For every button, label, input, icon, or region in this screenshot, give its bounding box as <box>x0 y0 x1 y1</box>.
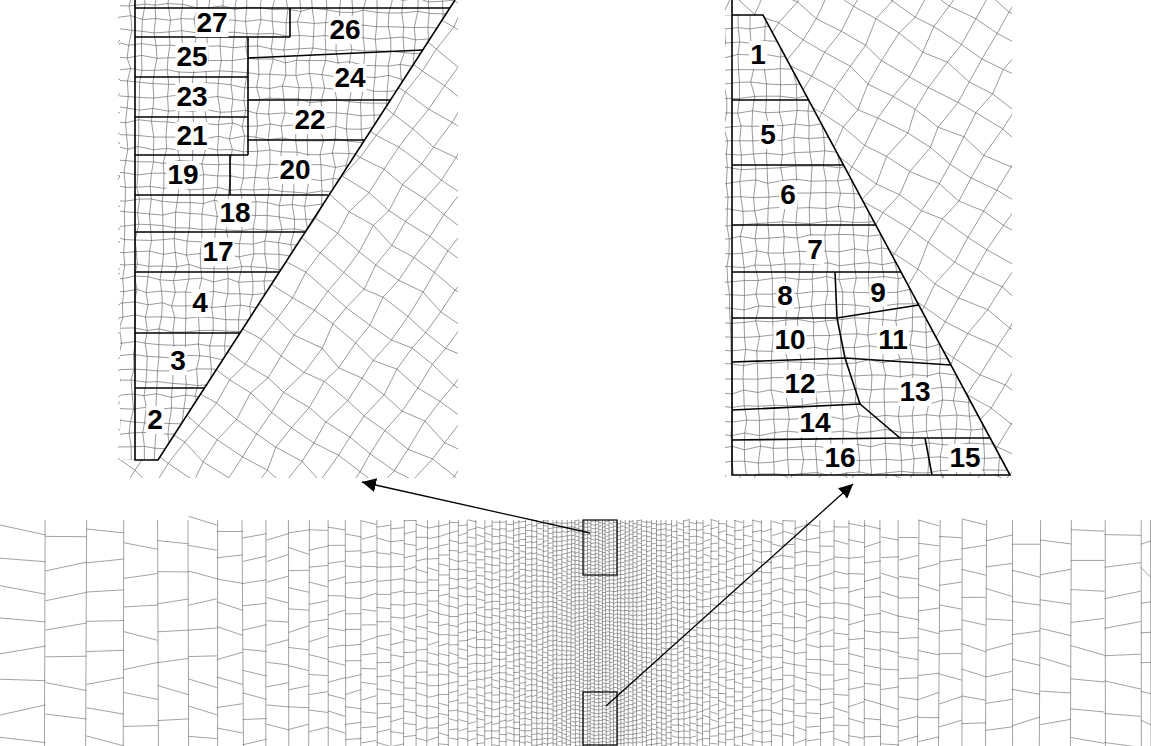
pass-number: 20 <box>278 156 311 184</box>
pass-boundary <box>732 0 1010 475</box>
pass-boundary <box>732 99 809 101</box>
pass-number: 12 <box>783 370 816 398</box>
pass-boundary <box>732 164 843 166</box>
pass-number: 6 <box>779 181 797 209</box>
zoom-box <box>583 520 617 575</box>
pass-boundary <box>845 358 860 404</box>
weld-ground <box>120 0 455 460</box>
pass-boundary <box>135 7 450 9</box>
plate-mesh <box>0 516 1151 746</box>
full-mesh <box>0 482 1151 746</box>
pass-number: 8 <box>776 282 794 310</box>
weld-mesh <box>524 0 1151 565</box>
pass-number: 1 <box>749 41 767 69</box>
pass-number: 24 <box>333 64 366 92</box>
base-mesh <box>426 0 1151 686</box>
base-mesh <box>0 0 772 713</box>
pass-number: 7 <box>806 236 824 264</box>
pass-number: 11 <box>877 326 909 354</box>
pass-number: 26 <box>328 16 361 44</box>
pass-boundary <box>289 8 291 37</box>
pass-number: 14 <box>798 409 831 437</box>
pass-boundary <box>732 438 900 440</box>
pass-number: 5 <box>759 121 777 149</box>
pass-boundary <box>135 271 279 273</box>
left-inset <box>0 0 772 713</box>
weld-mesh <box>0 0 615 564</box>
pass-number: 22 <box>293 106 326 134</box>
pass-boundary <box>248 50 423 58</box>
pass-number: 2 <box>146 406 164 434</box>
pass-boundary <box>135 231 305 233</box>
pass-boundary <box>837 318 845 358</box>
pass-boundary <box>732 404 990 438</box>
pass-boundary <box>248 139 365 141</box>
pass-number: 13 <box>898 378 931 406</box>
pass-boundary <box>247 37 249 155</box>
pass-boundary <box>248 99 391 101</box>
pass-number: 17 <box>201 238 234 266</box>
pass-boundary <box>835 272 837 318</box>
pass-boundary <box>135 76 248 78</box>
pass-boundary <box>135 332 240 334</box>
pass-number: 19 <box>166 161 199 189</box>
pass-number: 18 <box>218 199 251 227</box>
pass-number: 10 <box>773 326 806 354</box>
zoom-arrow <box>606 484 853 706</box>
pass-boundary <box>135 0 455 460</box>
right-inset <box>426 0 1151 686</box>
pass-boundary <box>925 438 932 475</box>
pass-number: 25 <box>175 43 208 71</box>
pass-boundary <box>135 116 248 118</box>
pass-number: 9 <box>869 279 887 307</box>
pass-number: 16 <box>823 444 856 472</box>
pass-number: 15 <box>948 444 981 472</box>
pass-number: 27 <box>195 9 228 37</box>
pass-boundary <box>732 358 951 365</box>
pass-boundary <box>135 387 204 389</box>
pass-number: 21 <box>175 122 208 150</box>
pass-boundary <box>732 224 876 226</box>
pass-boundary <box>229 155 231 195</box>
pass-number: 23 <box>175 83 208 111</box>
pass-boundary <box>135 194 329 196</box>
pass-number: 4 <box>191 289 209 317</box>
pass-boundary <box>732 305 919 318</box>
pass-number: 3 <box>169 347 187 375</box>
pass-boundary <box>732 271 901 273</box>
zoom-arrow <box>362 482 590 533</box>
pass-boundary <box>135 154 248 156</box>
